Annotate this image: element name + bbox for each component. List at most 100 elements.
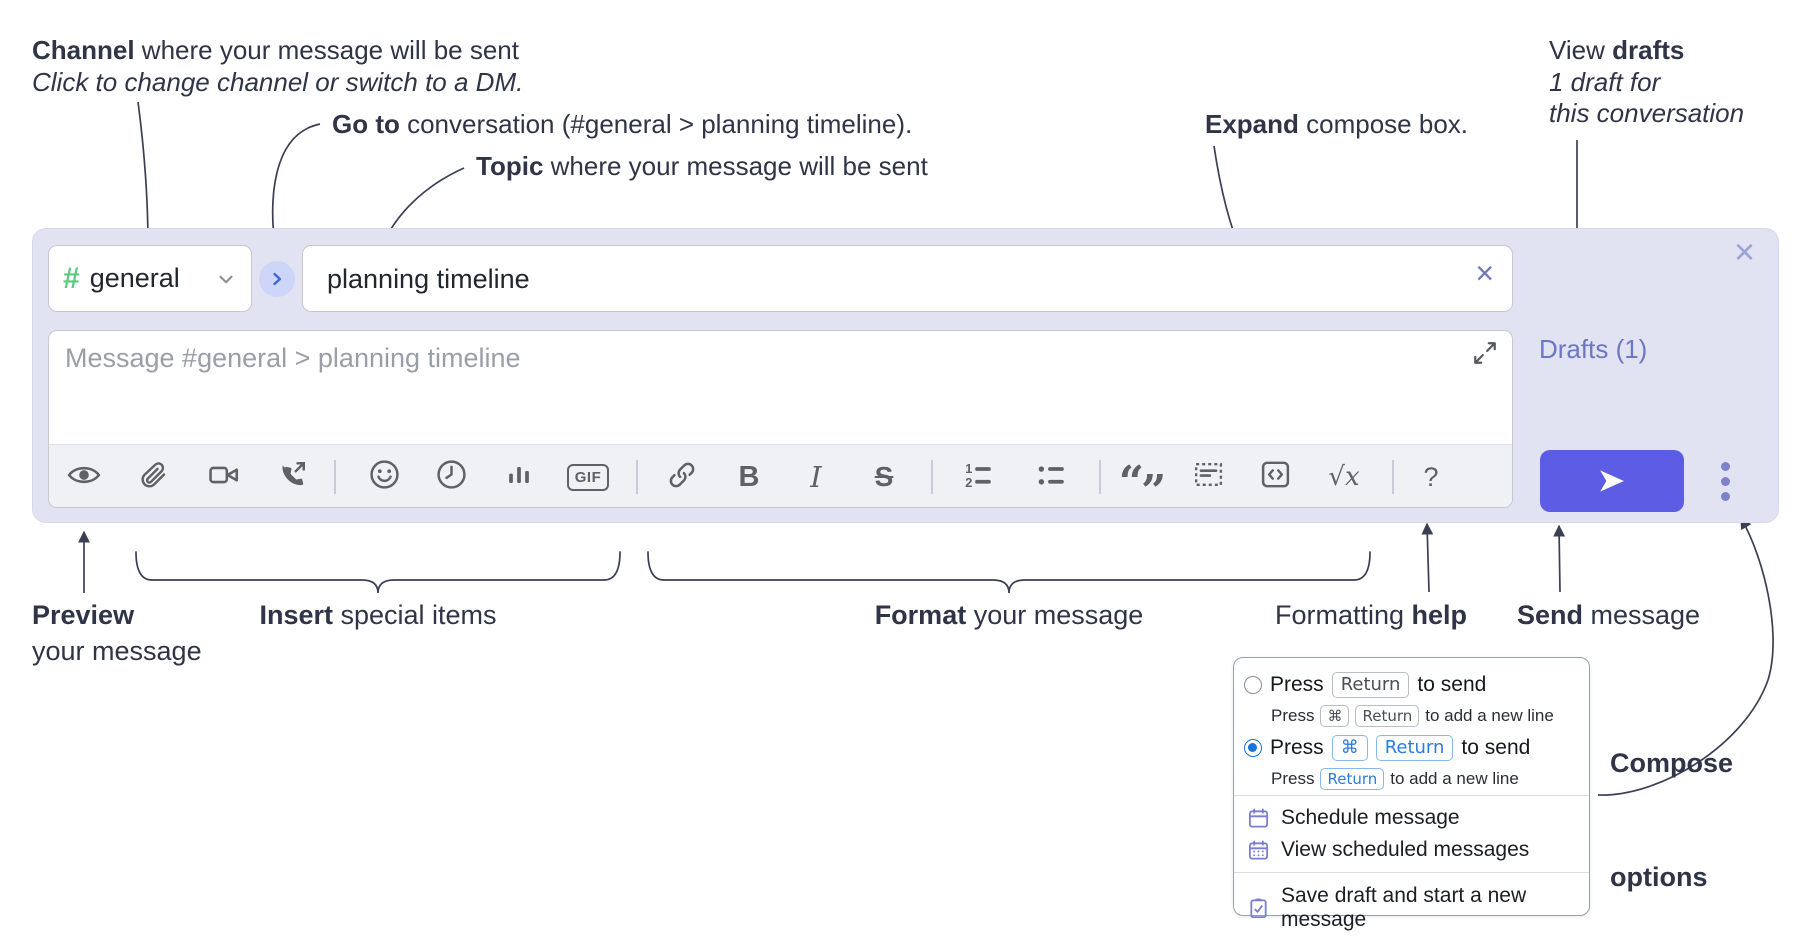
italic-icon: I [810,460,822,494]
expand-annotation-rest: compose box. [1298,109,1469,139]
channel-hash-icon: # [63,261,80,295]
option-return-sub: Press ⌘ Return to add a new line [1271,705,1554,727]
audio-call-button[interactable] [272,457,312,497]
strikethrough-icon: S [874,461,894,492]
link-icon [666,459,698,496]
math-button[interactable]: √x [1320,457,1368,497]
message-input[interactable] [63,341,1467,441]
kebab-icon [1720,461,1730,501]
view-drafts-annotation: View drafts [1549,34,1684,66]
schedule-message-item[interactable]: Schedule message [1247,806,1460,830]
drafts-link[interactable]: Drafts (1) [1539,334,1648,364]
send-label-bold: Send [1517,600,1584,630]
chevron-right-icon [267,269,287,289]
press-text: Press [1271,769,1315,788]
return-key: Return [1331,672,1410,698]
expand-compose-icon[interactable] [1472,340,1500,368]
emoji-button[interactable] [364,457,404,497]
expand-annotation-bold: Expand [1205,109,1299,139]
schedule-message-label: Schedule message [1281,806,1460,829]
send-button[interactable] [1540,450,1684,512]
new-line-text: to add a new line [1390,769,1519,788]
quote-button[interactable]: “” [1117,457,1167,514]
view-drafts-note-1: 1 draft for [1549,67,1661,97]
toolbar-separator [1392,460,1394,494]
save-draft-item[interactable]: Save draft and start a new message [1247,884,1589,932]
formatting-help-bold: help [1411,600,1468,630]
message-formatting-help-button[interactable]: ? [1411,457,1451,497]
radio-selected-icon[interactable] [1244,739,1262,757]
return-key: Return [1320,768,1385,790]
italic-button[interactable]: I [796,457,836,497]
quote-icon: “” [1119,461,1167,514]
bulleted-list-button[interactable] [1031,457,1071,497]
chevron-down-icon [215,268,237,290]
go-to-conversation-button[interactable] [259,261,295,297]
strikethrough-button[interactable]: S [864,457,904,497]
bold-button[interactable]: B [729,457,769,497]
format-label-rest: your message [966,600,1144,630]
new-line-text: to add a new line [1425,706,1554,725]
svg-text:1: 1 [965,460,972,475]
cmd-key: ⌘ [1320,705,1350,727]
channel-name: general [89,263,180,293]
time-button[interactable] [431,457,471,497]
topic-input[interactable] [325,246,1459,313]
link-button[interactable] [662,457,702,497]
to-send-text: to send [1417,673,1487,696]
cmd-key: ⌘ [1331,735,1368,761]
save-draft-label: Save draft and start a new message [1281,884,1527,931]
radio-unselected-icon[interactable] [1244,676,1262,694]
topic-clear-icon[interactable]: × [1475,255,1494,291]
compose-options-line2: options [1610,862,1708,892]
press-text: Press [1270,736,1324,759]
toolbar-separator [1099,460,1101,494]
format-label-bold: Format [874,600,967,630]
channel-selector[interactable]: # general [48,245,252,312]
eye-icon [67,458,101,497]
formatting-help-pre: Formatting [1275,600,1412,630]
option-return-to-send[interactable]: Press Return to send [1244,672,1486,698]
go-to-annotation-rest: conversation (#general > planning timeli… [399,109,913,139]
paperclip-icon [137,459,169,496]
return-key: Return [1355,705,1420,727]
video-icon [207,458,241,497]
calendar-dots-icon [1247,839,1270,862]
preview-button[interactable] [64,457,104,497]
clock-icon [435,458,468,496]
format-label: Format your message [648,598,1370,632]
topic-field: × [302,245,1513,313]
channel-annotation-bold: Channel [32,35,135,65]
view-scheduled-messages-label: View scheduled messages [1281,838,1530,861]
poll-button[interactable] [499,457,539,497]
svg-text:2: 2 [965,475,972,490]
compose-options-button[interactable] [1711,456,1739,506]
spoiler-icon [1192,458,1225,496]
press-text: Press [1270,673,1324,696]
gif-button[interactable]: GIF [563,457,613,497]
to-send-text: to send [1461,736,1531,759]
topic-annotation-bold: Topic [476,151,544,181]
compose-options-line1: Compose [1610,748,1734,778]
toolbar-separator [636,460,638,494]
view-drafts-bold: drafts [1612,35,1685,65]
toolbar-separator [334,460,336,494]
view-drafts-pre: View [1549,35,1613,65]
code-button[interactable] [1255,457,1295,497]
close-compose-icon[interactable]: × [1734,231,1756,272]
send-arrow [1553,524,1566,593]
preview-label-line2: your message [32,636,202,666]
view-scheduled-messages-item[interactable]: View scheduled messages [1247,838,1529,862]
insert-brace [135,551,621,594]
option-cmd-return-to-send[interactable]: Press ⌘ Return to send [1244,735,1530,761]
video-call-button[interactable] [204,457,244,497]
send-label-rest: message [1583,600,1701,630]
bar-chart-icon [503,459,535,496]
compose-options-label: Compose options menu [1610,668,1733,944]
insert-label: Insert special items [136,598,620,632]
channel-annotation: Channel where your message will be sent [32,34,519,66]
attach-file-button[interactable] [133,457,173,497]
spoiler-button[interactable] [1188,457,1228,497]
